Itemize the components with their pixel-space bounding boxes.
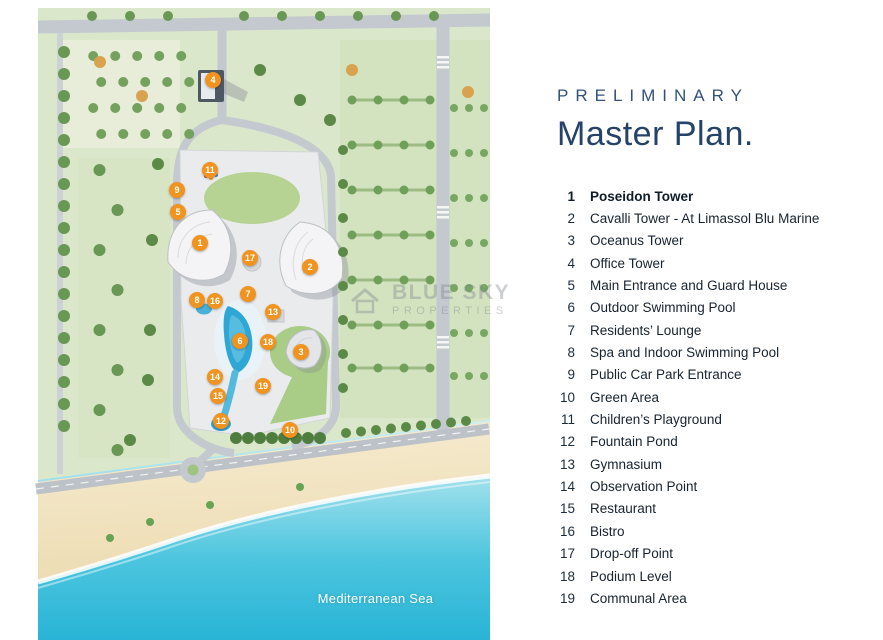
map-marker-8: 8 — [189, 292, 205, 308]
legend-item: 9 Public Car Park Entrance — [557, 364, 873, 386]
legend-item: 13 Gymnasium — [557, 453, 873, 475]
legend-item-number: 16 — [559, 523, 575, 539]
legend-item: 8 Spa and Indoor Swimming Pool — [557, 341, 873, 363]
legend-item-label: Restaurant — [590, 501, 657, 517]
legend-item-number: 12 — [559, 434, 575, 450]
legend-item-label: Spa and Indoor Swimming Pool — [590, 345, 780, 361]
map-marker-1: 1 — [192, 235, 208, 251]
legend-item-number: 2 — [567, 211, 575, 227]
legend-item: 10 Green Area — [557, 386, 873, 408]
orchard-hedges — [350, 98, 432, 370]
site-plan-illustration — [35, 8, 491, 640]
legend-item: 15 Restaurant — [557, 498, 873, 520]
legend-item-label: Fountain Pond — [590, 434, 678, 450]
legend-item-label: Children’s Playground — [590, 412, 722, 428]
legend-item-number: 3 — [567, 233, 575, 249]
map-marker-2: 2 — [302, 259, 318, 275]
map-marker-19: 19 — [255, 378, 271, 394]
legend-item-label: Outdoor Swimming Pool — [590, 300, 736, 316]
kicker-title: PRELIMINARY — [557, 86, 749, 105]
legend-item-label: Cavalli Tower - At Limassol Blu Marine — [590, 211, 820, 227]
legend-item-label: Gymnasium — [590, 456, 663, 472]
legend-item-number: 19 — [559, 590, 575, 606]
map-marker-3: 3 — [293, 344, 309, 360]
legend-item-label: Residents’ Lounge — [590, 322, 702, 338]
legend-item-number: 17 — [559, 546, 575, 562]
legend-item-number: 1 — [567, 188, 575, 204]
map-marker-12: 12 — [213, 413, 229, 429]
legend-item-number: 14 — [559, 479, 575, 495]
map-marker-15: 15 — [210, 388, 226, 404]
legend-item-label: Public Car Park Entrance — [590, 367, 742, 383]
legend-item: 2 Cavalli Tower - At Limassol Blu Marine — [557, 207, 873, 229]
legend-item-number: 7 — [567, 322, 575, 338]
legend-item: 14 Observation Point — [557, 475, 873, 497]
map-marker-5: 5 — [170, 204, 186, 220]
map-marker-16: 16 — [207, 293, 223, 309]
map-marker-4: 4 — [205, 72, 221, 88]
trees — [58, 11, 488, 542]
legend-item-number: 13 — [559, 456, 575, 472]
map-marker-13: 13 — [265, 304, 281, 320]
legend-item-label: Oceanus Tower — [590, 233, 684, 249]
page-title: Master Plan. — [557, 115, 754, 153]
legend-item-label: Main Entrance and Guard House — [590, 278, 788, 294]
legend-item-number: 15 — [559, 501, 575, 517]
legend-item: 17 Drop-off Point — [557, 543, 873, 565]
legend-item-number: 9 — [567, 367, 575, 383]
map-marker-14: 14 — [207, 369, 223, 385]
legend-item-number: 4 — [567, 255, 575, 271]
legend-item: 1 Poseidon Tower — [557, 185, 873, 207]
legend-item-label: Office Tower — [590, 255, 665, 271]
legend-item-number: 8 — [567, 345, 575, 361]
legend-panel: PRELIMINARY Master Plan. 1 Poseidon Tower… — [557, 86, 873, 610]
map-marker-17: 17 — [242, 250, 258, 266]
legend: 1 Poseidon Tower 2 Cavalli Tower - At Limas… — [557, 185, 873, 610]
map-marker-11: 11 — [202, 162, 218, 178]
legend-item: 3 Oceanus Tower — [557, 230, 873, 252]
legend-item: 16 Bistro — [557, 520, 873, 542]
sea-label: Mediterranean Sea — [317, 591, 434, 606]
shore-foam — [37, 473, 491, 585]
map-marker-7: 7 — [240, 286, 256, 302]
legend-item: 7 Residents’ Lounge — [557, 319, 873, 341]
legend-item: 11 Children’s Playground — [557, 408, 873, 430]
legend-item-number: 10 — [559, 389, 575, 405]
legend-item: 18 Podium Level — [557, 565, 873, 587]
legend-item-label: Observation Point — [590, 479, 698, 495]
legend-item: 5 Main Entrance and Guard House — [557, 274, 873, 296]
legend-item-label: Drop-off Point — [590, 546, 674, 562]
legend-item-number: 11 — [560, 412, 575, 428]
legend-item-number: 18 — [559, 568, 575, 584]
legend-item-label: Bistro — [590, 523, 625, 539]
map-marker-18: 18 — [260, 334, 276, 350]
legend-item-label: Communal Area — [590, 590, 687, 606]
legend-item-label: Poseidon Tower — [590, 188, 694, 204]
map-marker-9: 9 — [169, 182, 185, 198]
map-marker-10: 10 — [282, 422, 298, 438]
legend-item: 19 Communal Area — [557, 587, 873, 609]
legend-item: 12 Fountain Pond — [557, 431, 873, 453]
map-marker-6: 6 — [232, 333, 248, 349]
crosswalks — [437, 56, 449, 349]
legend-item: 6 Outdoor Swimming Pool — [557, 297, 873, 319]
legend-item: 4 Office Tower — [557, 252, 873, 274]
legend-item-number: 5 — [567, 278, 575, 294]
legend-item-label: Podium Level — [590, 568, 672, 584]
beach — [38, 422, 490, 582]
legend-item-number: 6 — [567, 300, 575, 316]
legend-item-label: Green Area — [590, 389, 660, 405]
